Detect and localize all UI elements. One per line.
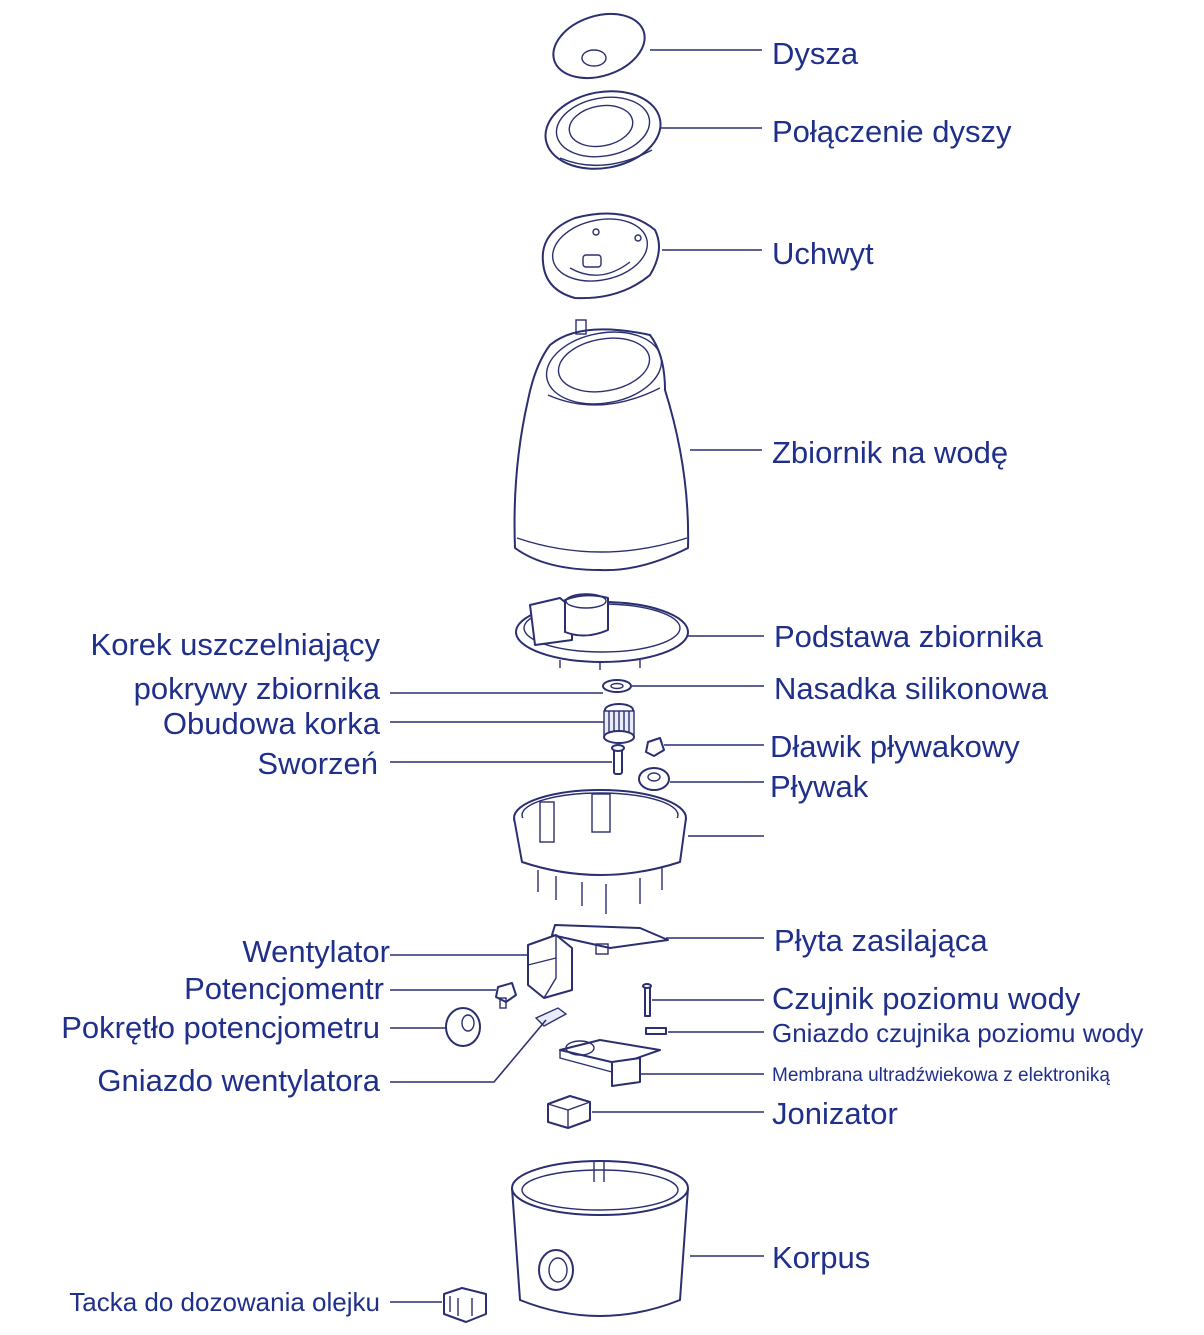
part-potencjometr (495, 982, 517, 1009)
part-dysza (552, 12, 646, 80)
part-gniazdo-czujnika (645, 1027, 667, 1035)
part-korpus (511, 1160, 689, 1317)
label-zbiornik: Zbiornik na wodę (772, 435, 1008, 470)
part-polaczenie-dyszy (544, 90, 662, 170)
label-korek-line2: pokrywy zbiornika (134, 671, 381, 706)
part-zbiornik (513, 319, 690, 572)
part-uchwyt (541, 212, 660, 300)
part-dlawik (645, 737, 665, 757)
label-uchwyt: Uchwyt (772, 236, 874, 271)
part-obudowa-korka (603, 703, 635, 744)
label-polaczenie-dyszy: Połączenie dyszy (772, 114, 1012, 149)
label-sworzen: Sworzeń (257, 746, 378, 781)
label-plyta: Płyta zasilająca (774, 923, 988, 958)
part-plywak (638, 767, 670, 791)
part-wentylator (527, 934, 573, 999)
label-czujnik: Czujnik poziomu wody (772, 981, 1081, 1016)
leader-lines (390, 49, 764, 1303)
label-potencjometr: Potencjomentr (184, 971, 384, 1006)
label-membrana: Membrana ultradźwiekowa z elektroniką (772, 1065, 1110, 1086)
part-pokretlo (445, 1007, 481, 1047)
part-tacka (443, 1287, 487, 1323)
label-nasadka: Nasadka silikonowa (774, 671, 1049, 706)
label-dlawik: Dławik pływakowy (770, 729, 1020, 764)
label-pokretlo: Pokrętło potencjometru (61, 1010, 380, 1045)
part-jonizator (547, 1095, 591, 1129)
label-tacka: Tacka do dozowania olejku (69, 1287, 380, 1317)
part-sworzen (611, 744, 625, 775)
label-jonizator: Jonizator (772, 1096, 898, 1131)
label-obudowa-korka: Obudowa korka (163, 706, 381, 741)
part-czujnik (642, 983, 652, 1017)
part-obudowa-wewnetrzna (513, 789, 687, 914)
part-membrana (559, 1039, 661, 1087)
label-podstawa: Podstawa zbiornika (774, 619, 1044, 654)
label-plywak: Pływak (770, 769, 869, 804)
part-podstawa (515, 593, 689, 670)
label-gniazdo-czujnika: Gniazdo czujnika poziomu wody (772, 1018, 1143, 1048)
label-korpus: Korpus (772, 1240, 870, 1275)
part-gniazdo-wentylatora (534, 1007, 568, 1027)
part-plyta (551, 924, 669, 955)
label-korek-line1: Korek uszczelniający (91, 627, 381, 662)
label-gniazdo-wentylatora: Gniazdo wentylatora (97, 1063, 380, 1098)
label-dysza: Dysza (772, 36, 859, 71)
labels: Dysza Połączenie dyszy Uchwyt Zbiornik n… (61, 36, 1143, 1317)
part-nasadka (602, 679, 632, 693)
label-wentylator: Wentylator (242, 934, 390, 969)
